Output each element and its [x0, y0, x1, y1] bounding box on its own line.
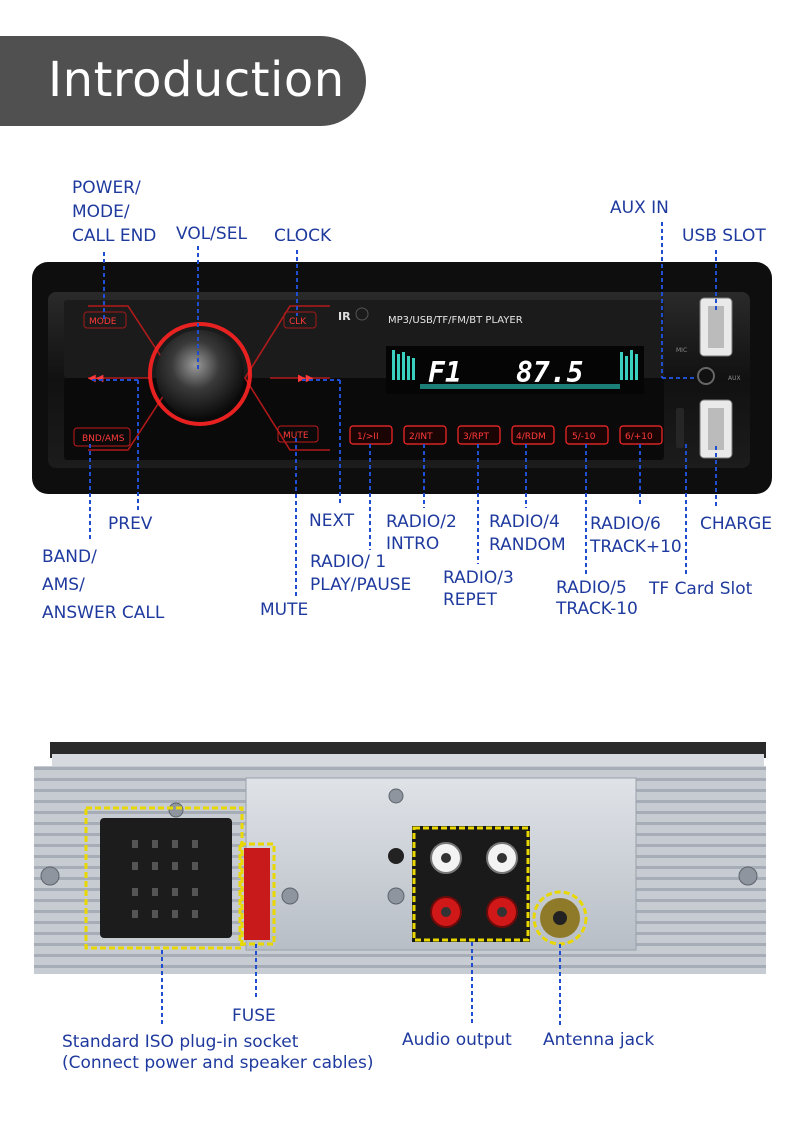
- front-panel: ◀◀ ▶▶ IR MP3/USB/TF/FM/BT PLAYER F1 87.5…: [32, 262, 772, 494]
- preset-6-text: 6/+10: [625, 432, 653, 442]
- preset-5-text: 5/-10: [572, 432, 596, 442]
- label-antenna-jack: Antenna jack: [543, 1030, 655, 1050]
- label-aux-in: AUX IN: [610, 198, 669, 218]
- label-radio1-1: RADIO/ 1: [310, 552, 387, 572]
- label-power-mode-2: MODE/: [72, 202, 130, 222]
- player-name: MP3/USB/TF/FM/BT PLAYER: [388, 315, 523, 326]
- button-band-text: BND/AMS: [82, 434, 125, 444]
- label-radio5-2: TRACK-10: [556, 599, 638, 619]
- label-radio6-2: TRACK+10: [590, 537, 682, 557]
- label-clock: CLOCK: [274, 226, 332, 246]
- label-iso-1: Standard ISO plug-in socket: [62, 1032, 299, 1052]
- label-charge: CHARGE: [700, 514, 773, 534]
- leader-lines: [89, 222, 717, 1026]
- label-radio2-1: RADIO/2: [386, 512, 457, 532]
- preset-3-text: 3/RPT: [463, 432, 489, 442]
- mic-label: MIC: [676, 347, 687, 354]
- label-fuse: FUSE: [232, 1006, 276, 1026]
- display-band: F1: [428, 356, 462, 389]
- label-radio3-2: REPET: [443, 590, 497, 610]
- label-band-3: ANSWER CALL: [42, 603, 165, 623]
- label-next: NEXT: [309, 511, 355, 531]
- button-clock-text: CLK: [289, 317, 307, 327]
- label-power-mode-3: CALL END: [72, 226, 157, 246]
- label-radio6-1: RADIO/6: [590, 514, 661, 534]
- ir-label: IR: [338, 310, 351, 323]
- label-vol-sel: VOL/SEL: [176, 224, 247, 244]
- header-banner: [0, 36, 366, 126]
- label-band-1: BAND/: [42, 547, 97, 567]
- label-mute: MUTE: [260, 600, 309, 620]
- svg-text:▶▶: ▶▶: [298, 373, 314, 384]
- label-radio3-1: RADIO/3: [443, 568, 514, 588]
- label-audio-output: Audio output: [402, 1030, 512, 1050]
- label-band-2: AMS/: [42, 575, 85, 595]
- label-radio4-2: RANDOM: [489, 535, 566, 555]
- label-radio1-2: PLAY/PAUSE: [310, 575, 412, 595]
- button-mute-text: MUTE: [283, 431, 309, 441]
- label-power-mode-1: POWER/: [72, 178, 141, 198]
- label-usb-slot: USB SLOT: [682, 226, 766, 246]
- preset-2-text: 2/INT: [409, 432, 433, 442]
- preset-buttons: 1/>II 2/INT 3/RPT 4/RDM 5/-10 6/+10: [349, 425, 663, 445]
- label-radio5-1: RADIO/5: [556, 578, 627, 598]
- label-radio2-2: INTRO: [386, 534, 440, 554]
- label-radio4-1: RADIO/4: [489, 512, 560, 532]
- aux-jack-label: AUX: [728, 375, 741, 382]
- lcd-display: F1 87.5: [386, 346, 644, 394]
- preset-4-text: 4/RDM: [516, 432, 546, 442]
- display-frequency: 87.5: [516, 356, 583, 389]
- label-prev: PREV: [108, 514, 153, 534]
- label-iso-2: (Connect power and speaker cables): [62, 1053, 374, 1073]
- label-tf-slot: TF Card Slot: [649, 579, 753, 599]
- page-title: Introduction: [48, 52, 345, 108]
- back-panel: [34, 742, 766, 974]
- button-mode-text: MODE: [89, 317, 117, 327]
- svg-text:◀◀: ◀◀: [88, 373, 104, 384]
- preset-1-text: 1/>II: [357, 432, 379, 442]
